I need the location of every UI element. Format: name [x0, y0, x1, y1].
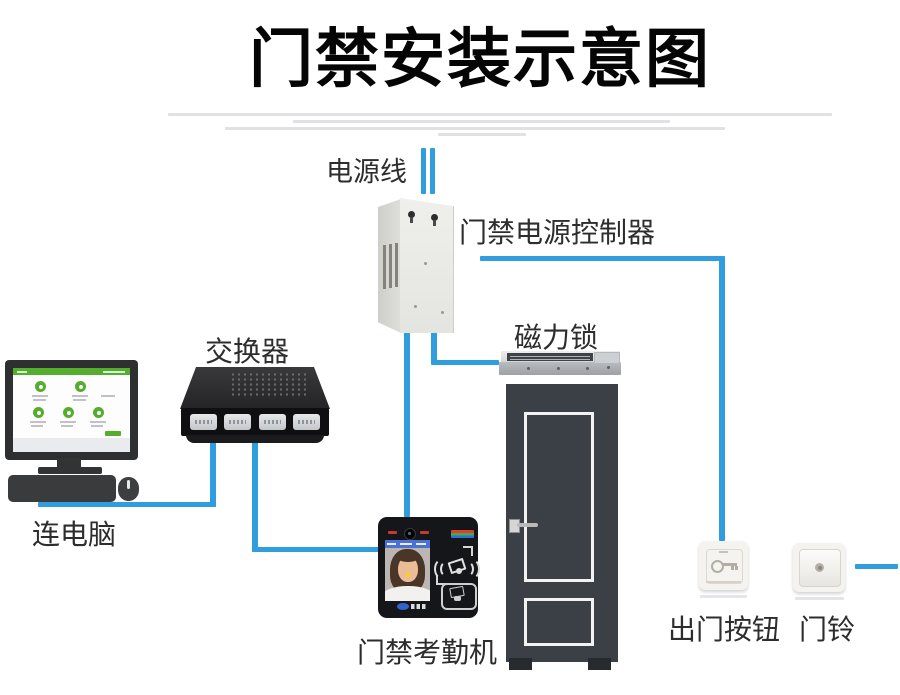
- focus-corner-icon: [463, 546, 473, 556]
- vent-slot: [395, 243, 398, 287]
- wire-controller-to-maglock: [431, 360, 499, 365]
- power-cable-wire: [421, 148, 426, 194]
- monitor-stand: [57, 458, 81, 468]
- screw: [586, 367, 589, 370]
- mouse: [118, 477, 139, 501]
- label-power-controller: 门禁电源控制器: [459, 217, 656, 248]
- screen-header: [385, 540, 430, 548]
- camera-icon: [404, 528, 416, 540]
- keyhole-mount: [408, 211, 415, 223]
- ethernet-port: [224, 414, 252, 430]
- vent-slot: [389, 244, 392, 288]
- door-foot: [509, 658, 532, 670]
- network-switch-front: [181, 408, 329, 436]
- contactless-icon: [462, 558, 480, 580]
- keyhole-mount: [431, 214, 438, 226]
- label-power-cable: 电源线: [326, 157, 407, 187]
- exit-button-mark: [719, 551, 728, 553]
- doorbell-push-icon: [815, 563, 824, 572]
- magnetic-lock-plate-slot: [507, 353, 593, 361]
- wire-controller-to-exit-button: [719, 256, 725, 541]
- screw: [557, 367, 560, 370]
- app-icon: [33, 407, 44, 418]
- screw: [414, 305, 417, 308]
- door-panel-upper: [524, 412, 594, 582]
- ir-led: [420, 531, 429, 534]
- shadow: [700, 595, 747, 598]
- app-icon: [35, 381, 46, 392]
- brand-logo-text: [411, 604, 426, 609]
- ethernet-port: [292, 414, 320, 430]
- key-icon: [722, 563, 737, 566]
- app-icon: [93, 407, 104, 418]
- computer-screen: [13, 368, 130, 452]
- screw: [424, 262, 427, 265]
- face-detect-dot: [406, 573, 410, 577]
- wire-switch-to-computer: [210, 441, 216, 507]
- screen-menubar: [13, 368, 130, 375]
- keyboard: [8, 475, 116, 502]
- key-icon: [711, 560, 724, 573]
- vent-slot: [383, 245, 386, 289]
- door-handle-lever: [517, 523, 538, 527]
- power-cable-wire: [430, 148, 435, 194]
- screen-footer: [13, 438, 130, 452]
- page-title: 门禁安装示意图: [249, 23, 711, 95]
- status-light-bar: [451, 530, 474, 538]
- ethernet-port: [258, 414, 286, 430]
- magnetic-lock-end-plate: [594, 352, 620, 364]
- contactless-icon: [440, 561, 453, 577]
- power-controller-front: [400, 198, 454, 333]
- attendance-screen: [385, 540, 430, 601]
- wire-switch-to-attendance: [252, 547, 380, 552]
- monitor-stand-base: [38, 467, 102, 474]
- label-magnetic-lock: 磁力锁: [514, 322, 599, 353]
- shadow: [795, 597, 844, 600]
- hand-icon: [456, 568, 462, 574]
- door-foot: [588, 658, 611, 670]
- screw: [441, 311, 444, 314]
- switch-vent-dots: [230, 372, 306, 397]
- door-panel-lower: [524, 598, 594, 646]
- focus-corner-icon: [436, 575, 446, 585]
- contactless-icon: [461, 561, 474, 577]
- key-icon: [731, 566, 734, 570]
- watermark-text-line: [225, 127, 725, 130]
- wire-switch-to-computer: [38, 502, 216, 507]
- label-attendance: 门禁考勤机: [357, 637, 498, 668]
- exit-button-mark: [706, 581, 741, 583]
- brand-logo: [397, 603, 409, 610]
- screw: [607, 366, 610, 369]
- label-doorbell: 门铃: [799, 614, 856, 645]
- watermark-text-line: [438, 133, 526, 136]
- label-computer: 连电脑: [32, 519, 117, 550]
- key-icon: [735, 566, 738, 570]
- wire-controller-to-maglock: [431, 331, 437, 364]
- screw: [527, 367, 530, 370]
- app-icon: [75, 381, 86, 392]
- label-switch: 交换器: [205, 336, 290, 367]
- screen-button: [105, 431, 121, 436]
- label-exit-button: 出门按钮: [668, 614, 781, 645]
- magnetic-lock-body: [499, 362, 621, 375]
- wire-controller-to-exit-button: [480, 256, 725, 261]
- network-switch-base: [186, 435, 324, 443]
- contactless-icon: [434, 558, 452, 580]
- watermark-text-line: [168, 113, 832, 116]
- app-icon: [63, 407, 74, 418]
- swipe-card-zone: [441, 583, 477, 610]
- exit-button-face: [706, 549, 743, 584]
- ir-led: [388, 531, 397, 534]
- doorbell-button: [799, 549, 841, 587]
- ethernet-port: [190, 414, 217, 430]
- wire-switch-to-attendance: [252, 441, 258, 552]
- watermark-text-line: [293, 120, 670, 123]
- wire-doorbell: [855, 564, 898, 569]
- wire-controller-to-attendance: [404, 331, 410, 517]
- hand-icon: [454, 596, 461, 601]
